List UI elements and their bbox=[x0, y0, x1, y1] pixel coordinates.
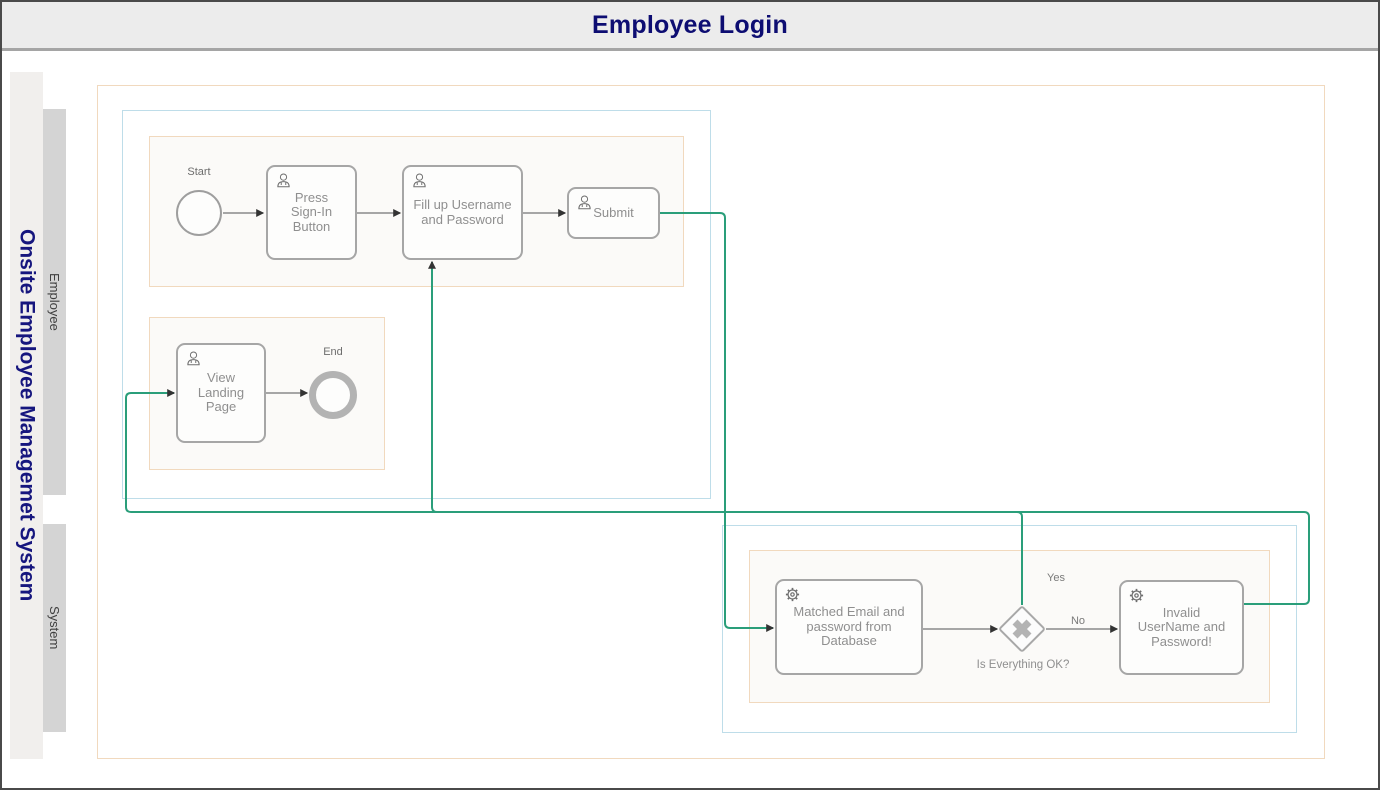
task-label: Submit bbox=[593, 204, 634, 220]
user-icon bbox=[411, 172, 428, 189]
x-exclusive-icon bbox=[1011, 618, 1033, 640]
gear-icon bbox=[784, 586, 801, 603]
lane-header-system: System bbox=[43, 524, 66, 732]
task-label: Invalid UserName and Password! bbox=[1137, 604, 1226, 649]
end-event[interactable] bbox=[309, 371, 357, 419]
gateway-yes-label: Yes bbox=[1047, 572, 1065, 584]
lane-header-employee: Employee bbox=[43, 109, 66, 495]
pool-header: Onsite Employee Managemet System bbox=[10, 72, 43, 759]
end-event-label: End bbox=[323, 346, 343, 358]
task-submit[interactable]: Submit bbox=[567, 187, 660, 239]
user-icon bbox=[275, 172, 292, 189]
user-icon bbox=[185, 350, 202, 367]
lane-employee-label: Employee bbox=[47, 273, 62, 331]
gear-icon bbox=[1128, 587, 1145, 604]
diagram-container bbox=[97, 85, 1325, 759]
start-event-label: Start bbox=[187, 166, 211, 178]
gateway-no-label: No bbox=[1070, 615, 1086, 627]
gateway-question-label: Is Everything OK? bbox=[976, 659, 1070, 671]
task-label: Press Sign-In Button bbox=[290, 189, 333, 234]
task-invalid-username-password[interactable]: Invalid UserName and Password! bbox=[1119, 580, 1244, 675]
pool-label: Onsite Employee Managemet System bbox=[15, 229, 39, 602]
exclusive-gateway[interactable] bbox=[997, 604, 1047, 654]
lane-system-label: System bbox=[47, 606, 62, 650]
task-label: View Landing Page bbox=[197, 370, 245, 415]
task-fill-username-password[interactable]: Fill up Username and Password bbox=[402, 165, 523, 260]
user-icon bbox=[576, 194, 593, 211]
task-label: Fill up Username and Password bbox=[413, 196, 512, 227]
task-label: Matched Email and password from Database bbox=[793, 604, 905, 649]
page-title: Employee Login bbox=[592, 10, 788, 39]
task-view-landing-page[interactable]: View Landing Page bbox=[176, 343, 266, 443]
title-bar: Employee Login bbox=[2, 2, 1378, 51]
start-event[interactable] bbox=[176, 190, 222, 236]
task-press-sign-in[interactable]: Press Sign-In Button bbox=[266, 165, 357, 260]
task-matched-email-password[interactable]: Matched Email and password from Database bbox=[775, 579, 923, 675]
